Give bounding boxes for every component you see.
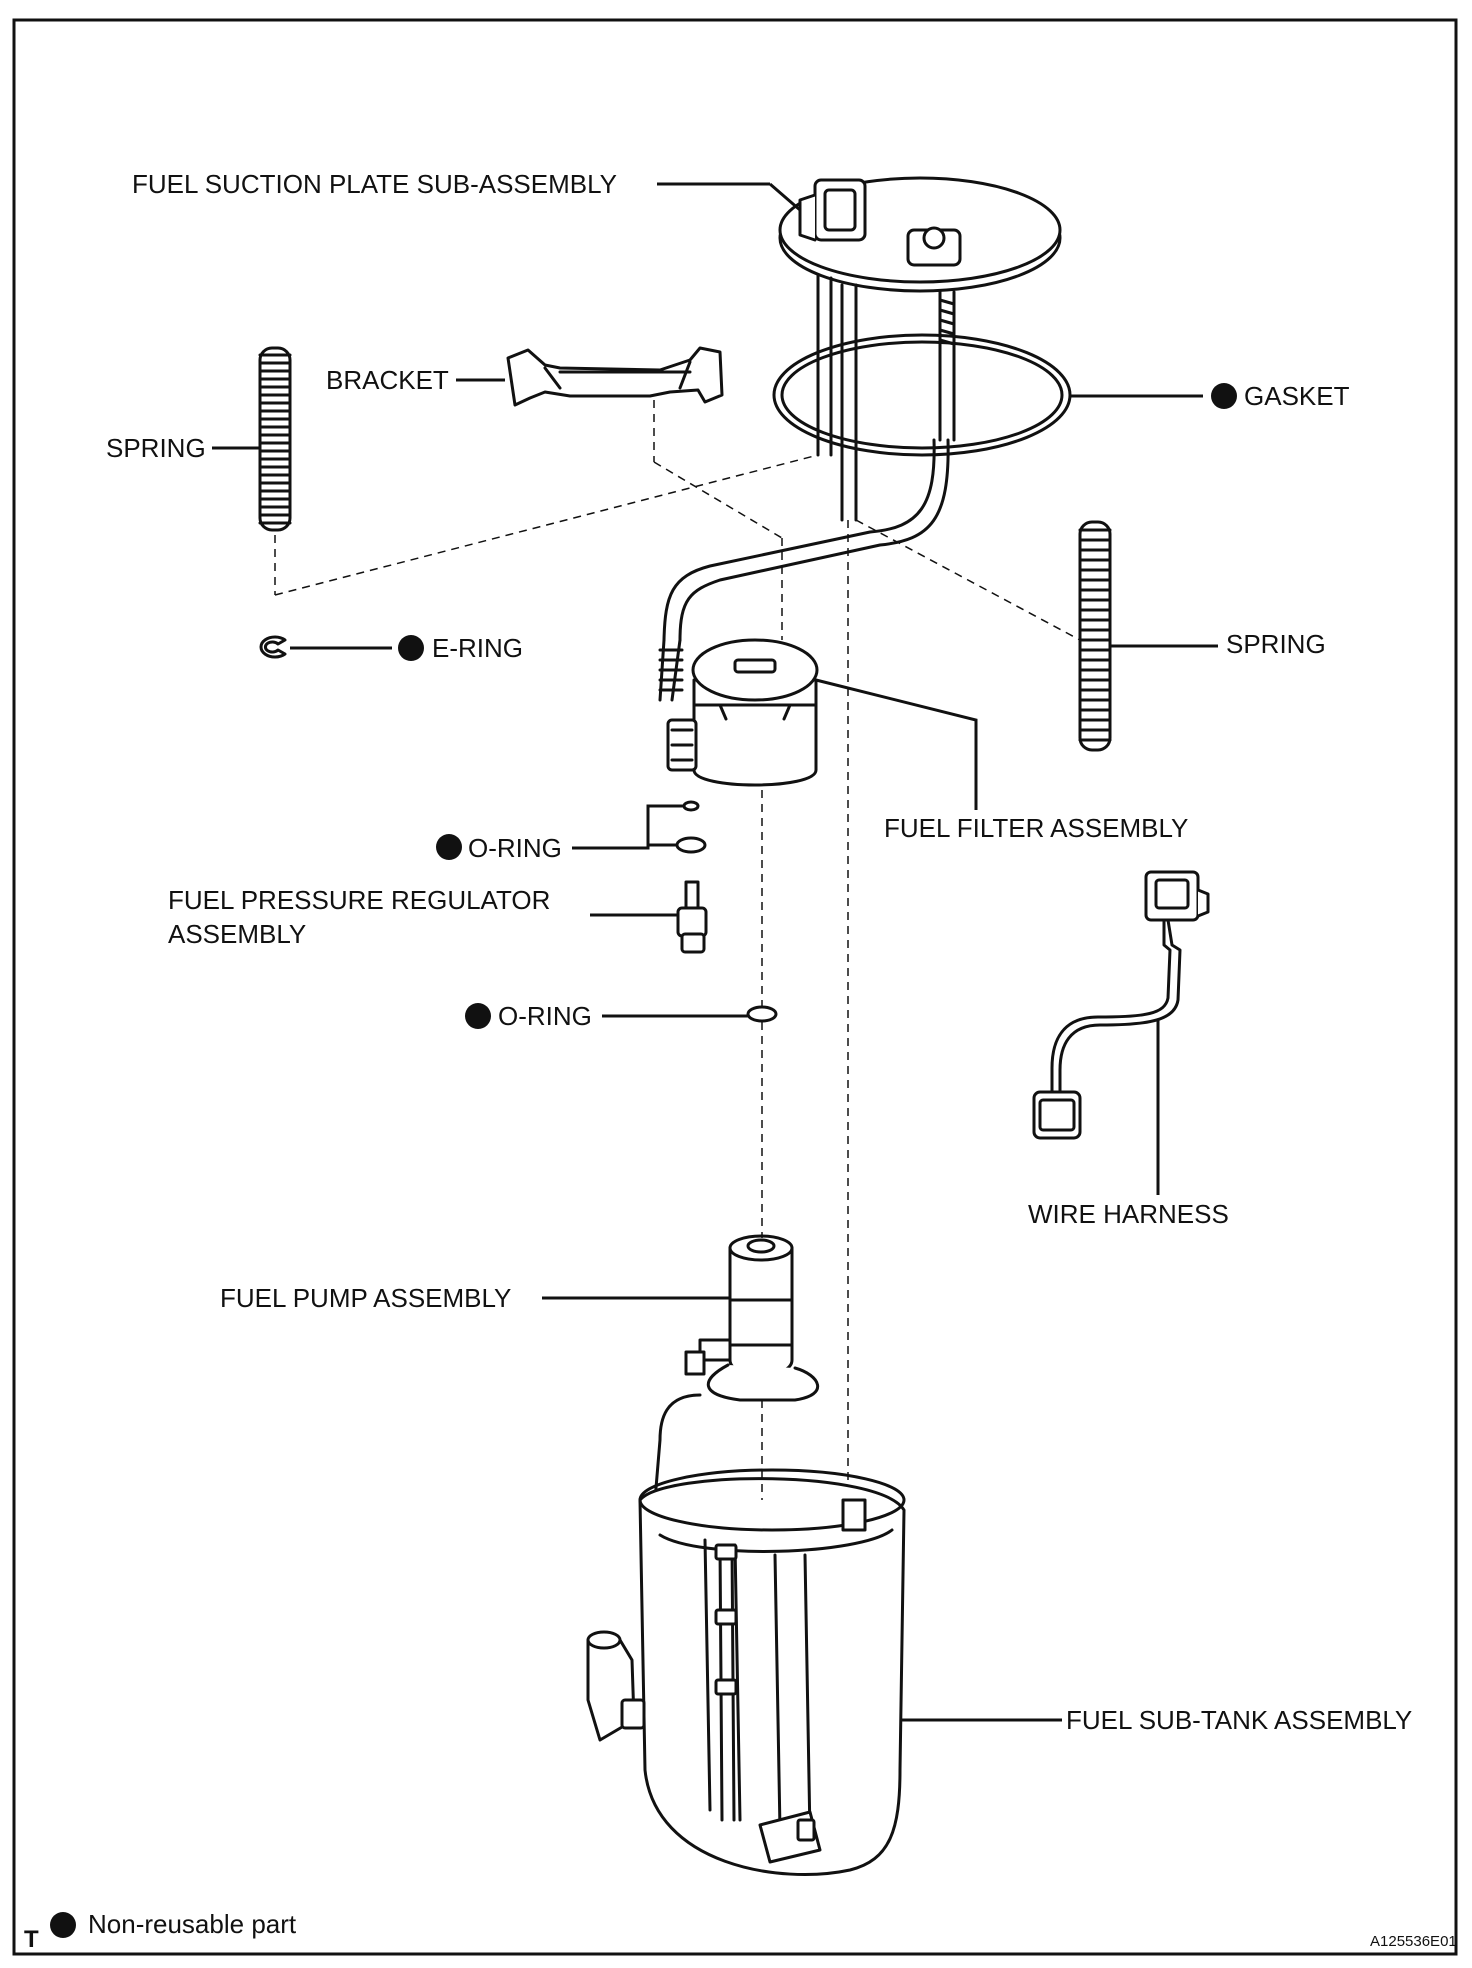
label-e-ring: E-RING [432, 633, 523, 663]
non-reusable-dot-o-ring-1 [436, 834, 462, 860]
label-bracket: BRACKET [326, 365, 449, 395]
label-o-ring-1: O-RING [468, 833, 562, 863]
e-ring-part [259, 635, 287, 659]
fuel-pump-part [653, 1234, 819, 1502]
label-fuel-suction-plate: FUEL SUCTION PLATE SUB-ASSEMBLY [132, 169, 617, 199]
legend-dot-icon [50, 1912, 76, 1938]
label-fuel-filter: FUEL FILTER ASSEMBLY [884, 813, 1189, 843]
fuel-pressure-regulator-part [676, 880, 708, 954]
diagram-border [12, 18, 1458, 1956]
leader-o-ring-1 [572, 804, 684, 850]
label-spring-right: SPRING [1226, 629, 1326, 659]
right-spring-part [1078, 520, 1112, 752]
wire-harness-part [1032, 870, 1210, 1140]
label-spring-left: SPRING [106, 433, 206, 463]
fuel-sub-tank-part [586, 1468, 906, 1876]
figure-id: A125536E01 [1370, 1933, 1457, 1950]
label-fuel-pump: FUEL PUMP ASSEMBLY [220, 1283, 512, 1313]
label-fuel-sub-tank: FUEL SUB-TANK ASSEMBLY [1066, 1705, 1413, 1735]
label-gasket: GASKET [1244, 381, 1350, 411]
fuel-filter-part [666, 638, 819, 787]
fuel-hose-part [658, 438, 950, 702]
o-ring-lower-part [746, 1005, 778, 1023]
bracket-part [506, 346, 724, 407]
o-ring-small-part [682, 800, 700, 812]
label-wire-harness: WIRE HARNESS [1028, 1199, 1229, 1229]
label-fuel-pressure-regulator-1: FUEL PRESSURE REGULATOR [168, 885, 551, 915]
legend-non-reusable: Non-reusable part [88, 1909, 297, 1939]
non-reusable-dot-gasket [1211, 383, 1237, 409]
left-spring-part [258, 346, 292, 532]
o-ring-medium-part [675, 836, 707, 854]
label-fuel-pressure-regulator-2: ASSEMBLY [168, 919, 307, 949]
leader-fuel-filter [815, 678, 978, 810]
label-o-ring-2: O-RING [498, 1001, 592, 1031]
fuel-suction-plate-part [778, 176, 1062, 522]
corner-mark: T [24, 1926, 39, 1953]
non-reusable-dot-e-ring [398, 635, 424, 661]
non-reusable-dot-o-ring-2 [465, 1003, 491, 1029]
